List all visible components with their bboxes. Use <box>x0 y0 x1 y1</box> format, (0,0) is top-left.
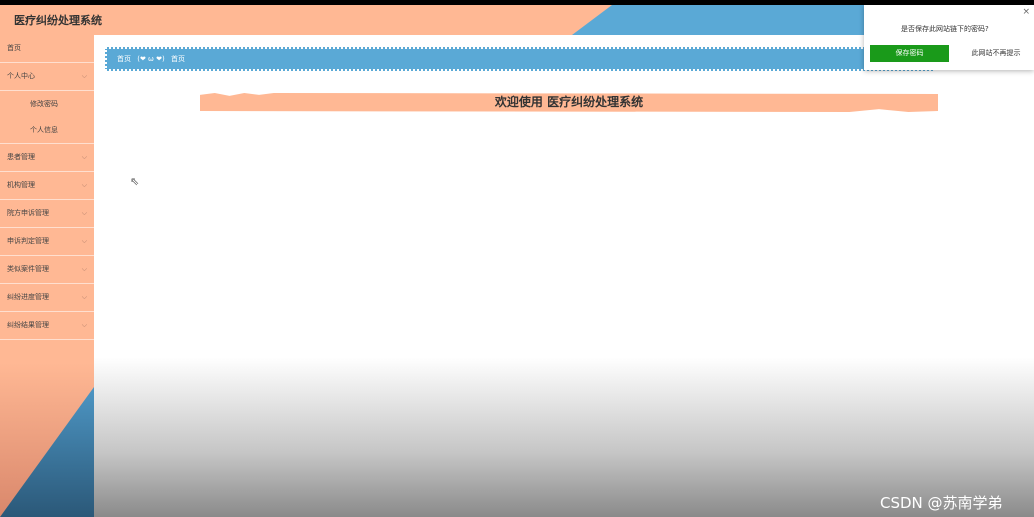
save-password-question: 是否保存此网站链下的密码? <box>901 25 989 33</box>
breadcrumb-home[interactable]: 首页 <box>117 55 131 63</box>
sidebar-item-label: 纠纷进度管理 <box>7 293 49 301</box>
sidebar-item-appeal-judgment-management[interactable]: 申诉判定管理 ⌵ <box>0 228 94 256</box>
close-icon[interactable]: × <box>1022 7 1030 17</box>
sidebar-decoration <box>0 387 94 517</box>
sidebar: 首页 个人中心 ⌵ 修改密码 个人信息 患者管理 ⌵ 机构管理 ⌵ 院方申诉管理… <box>0 35 94 517</box>
breadcrumb: 首页 (❤ ω ❤) 首页 <box>105 47 935 71</box>
welcome-banner-text: 欢迎使用 医疗纠纷处理系统 <box>494 95 644 109</box>
sidebar-subitem-label: 修改密码 <box>30 100 58 108</box>
chevron-down-icon: ⌵ <box>81 181 87 189</box>
chevron-down-icon: ⌵ <box>81 293 87 301</box>
sidebar-subitem-personal-info[interactable]: 个人信息 <box>0 117 94 144</box>
sidebar-item-personal-center[interactable]: 个人中心 ⌵ <box>0 63 94 91</box>
save-password-popup: × 是否保存此网站链下的密码? 保存密码 此网站不再提示 <box>864 5 1034 70</box>
sidebar-item-label: 申诉判定管理 <box>7 237 49 245</box>
sidebar-item-label: 首页 <box>7 44 21 52</box>
never-for-this-site-button[interactable]: 此网站不再提示 <box>971 49 1021 57</box>
app-window: 医疗纠纷处理系统 首页 个人中心 ⌵ 修改密码 个人信息 患者管理 ⌵ 机构管理… <box>0 5 1034 517</box>
breadcrumb-separator: (❤ ω ❤) <box>137 55 165 63</box>
breadcrumb-current: 首页 <box>170 55 185 63</box>
app-title: 医疗纠纷处理系统 <box>14 14 102 27</box>
sidebar-subitem-change-password[interactable]: 修改密码 <box>0 91 94 117</box>
sidebar-item-dispute-progress-management[interactable]: 纠纷进度管理 ⌵ <box>0 284 94 312</box>
sidebar-item-institution-management[interactable]: 机构管理 ⌵ <box>0 172 94 200</box>
chevron-down-icon: ⌵ <box>81 153 87 161</box>
save-password-button[interactable]: 保存密码 <box>870 45 949 62</box>
welcome-banner-background <box>200 93 938 112</box>
chevron-down-icon: ⌵ <box>81 265 87 273</box>
watermark: CSDN @苏南学弟 <box>880 494 1003 512</box>
chevron-down-icon: ⌵ <box>81 72 87 80</box>
bottom-shadow <box>94 357 1034 517</box>
sidebar-item-label: 院方申诉管理 <box>7 209 49 217</box>
sidebar-item-patient-management[interactable]: 患者管理 ⌵ <box>0 144 94 172</box>
sidebar-item-label: 类似案件管理 <box>7 265 49 273</box>
chevron-down-icon: ⌵ <box>81 237 87 245</box>
sidebar-item-hospital-appeal-management[interactable]: 院方申诉管理 ⌵ <box>0 200 94 228</box>
sidebar-item-label: 个人中心 <box>7 72 35 80</box>
sidebar-item-label: 纠纷结果管理 <box>7 321 49 329</box>
sidebar-item-dispute-result-management[interactable]: 纠纷结果管理 ⌵ <box>0 312 94 340</box>
sidebar-item-home[interactable]: 首页 <box>0 35 94 63</box>
sidebar-item-similar-case-management[interactable]: 类似案件管理 ⌵ <box>0 256 94 284</box>
mouse-cursor-icon: ⇖ <box>130 175 140 188</box>
sidebar-item-label: 患者管理 <box>7 153 35 161</box>
chevron-down-icon: ⌵ <box>81 321 87 329</box>
chevron-down-icon: ⌵ <box>81 209 87 217</box>
sidebar-item-label: 机构管理 <box>7 181 35 189</box>
sidebar-subitem-label: 个人信息 <box>30 126 58 134</box>
